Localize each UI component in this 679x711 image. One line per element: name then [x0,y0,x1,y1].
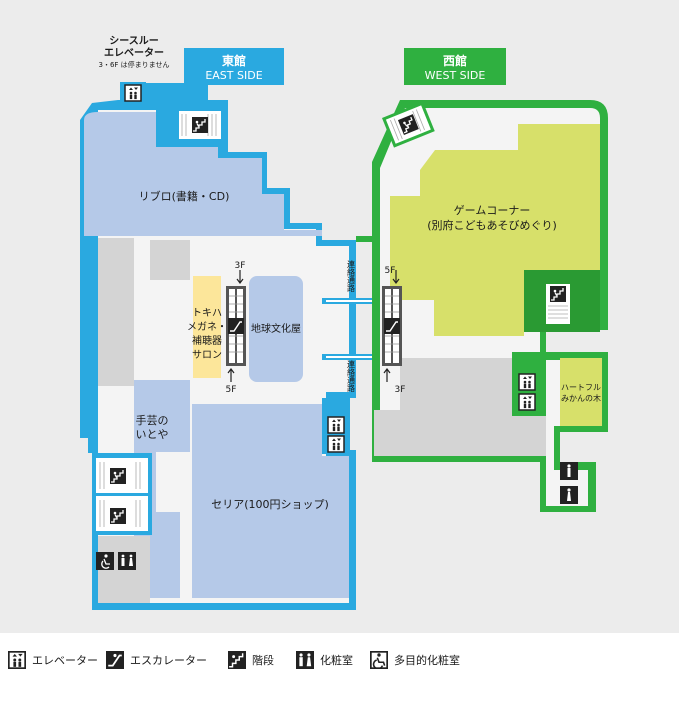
west-right-stairs [546,284,570,324]
legend-item-escalator: エスカレーター [106,649,207,671]
teshigei-label-1: 手芸の [136,413,169,427]
legend-label-stairs: 階段 [252,654,274,667]
legend-item-restroom: 化粧室 [296,649,353,671]
accessible-toilet-icon [370,651,388,669]
east-escalator-down-label: 5F [226,385,237,395]
seria-label: セリア(100円ショップ) [211,498,329,511]
east-top-stairs [177,109,223,141]
ripro-area [90,112,322,236]
escalator-icon [106,651,124,669]
legend-label-escalator: エスカレーター [130,654,207,667]
see-through-elevator-line2: エレベーター [104,48,164,59]
teshigei-label-2: いとや [136,428,169,441]
ripro-area-fill [84,112,98,236]
game-corner-label-1: ゲームコーナー [454,204,531,217]
west-escalator-up-label: 5F [385,266,396,276]
east-escalator-up-label: 3F [235,261,246,271]
heartful-area [560,358,602,426]
teshigei-area [134,380,190,598]
seria-area [192,404,349,598]
east-building-side: EAST SIDE [205,69,263,82]
east-elevator [322,398,350,454]
legend: エレベーター エスカレーター 階段 化粧室 多目的化粧室 [0,633,679,711]
legend-item-elevator: エレベーター [8,649,98,671]
west-escalator-down-label: 3F [395,385,406,395]
tokiha-label-4: サロン [192,349,222,361]
west-gray-space [374,358,546,456]
connecting-bridges [322,236,380,360]
east-escalator [226,286,246,366]
stairs-icon [228,651,246,669]
tokiha-label-1: トキハ [192,308,222,319]
floor-map: リブロ(書籍・CD) ゲームコーナー (別府こどもあそびめぐり) トキハ メガネ… [80,82,608,610]
see-through-elevator-line1: シースルー [109,36,159,47]
west-restrooms [560,462,578,504]
ripro-label: リブロ(書籍・CD) [139,189,230,203]
chikyu-label: 地球文化屋 [251,322,301,335]
west-top-stairs [382,101,435,148]
legend-label-restroom: 化粧室 [320,654,353,667]
legend-label-elevator: エレベーター [32,654,98,667]
west-building-side: WEST SIDE [424,69,486,82]
east-building-badge: 東館 EAST SIDE [184,48,284,85]
chikyu-area [249,276,303,382]
west-building [372,100,608,512]
see-through-elevator-stop-note: 3・6F は停まりません [98,61,170,69]
tokiha-label-2: メガネ・ [187,321,227,333]
east-building-name: 東館 [221,54,246,68]
restroom-icon [296,651,314,669]
see-through-elevator-note: シースルー エレベーター 3・6F は停まりません [84,36,184,70]
east-gray-space-left [98,238,134,386]
game-corner-area [390,124,600,336]
see-through-elevator [120,82,146,104]
legend-item-accessible: 多目的化粧室 [370,649,460,671]
west-building-badge: 西館 WEST SIDE [404,48,506,85]
east-gray-space-right [150,240,190,280]
east-restrooms [96,552,136,570]
east-left-stairs [92,453,152,535]
west-building-name: 西館 [442,54,467,68]
legend-item-stairs: 階段 [228,649,274,671]
bridge-top-label: 連絡通路 [347,259,356,292]
west-escalator [382,286,402,366]
bridge-bottom-label: 連絡通路 [347,359,356,392]
heartful-label-1: ハートフル [561,383,601,392]
west-elevators [512,352,546,416]
elevator-icon [8,651,26,669]
tokiha-area [193,276,221,378]
east-building [80,82,356,610]
heartful-label-2: みかんの木 [561,393,601,403]
game-corner-label-2: (別府こどもあそびめぐり) [427,218,557,232]
legend-label-accessible: 多目的化粧室 [394,654,460,667]
tokiha-label-3: 補聴器 [192,334,222,347]
